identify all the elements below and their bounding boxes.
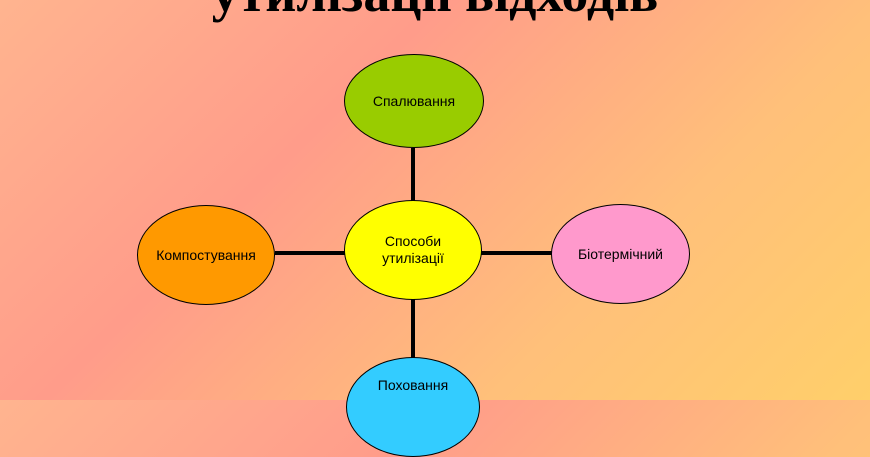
node-disposal-methods: Способи утилізації xyxy=(344,200,482,300)
node-incineration-label: Спалювання xyxy=(372,92,456,109)
slide-title: утилізації відходів xyxy=(0,0,870,24)
node-biothermal: Біотермічний xyxy=(551,204,690,304)
node-disposal-methods-label: Способи утилізації xyxy=(382,233,444,266)
node-burial: Поховання xyxy=(346,357,480,457)
node-composting: Компостування xyxy=(137,205,275,305)
node-biothermal-label: Біотермічний xyxy=(577,245,663,262)
node-composting-label: Компостування xyxy=(156,246,256,263)
node-burial-label: Поховання xyxy=(377,377,449,394)
connector-lines xyxy=(275,148,552,358)
node-incineration: Спалювання xyxy=(344,54,484,148)
